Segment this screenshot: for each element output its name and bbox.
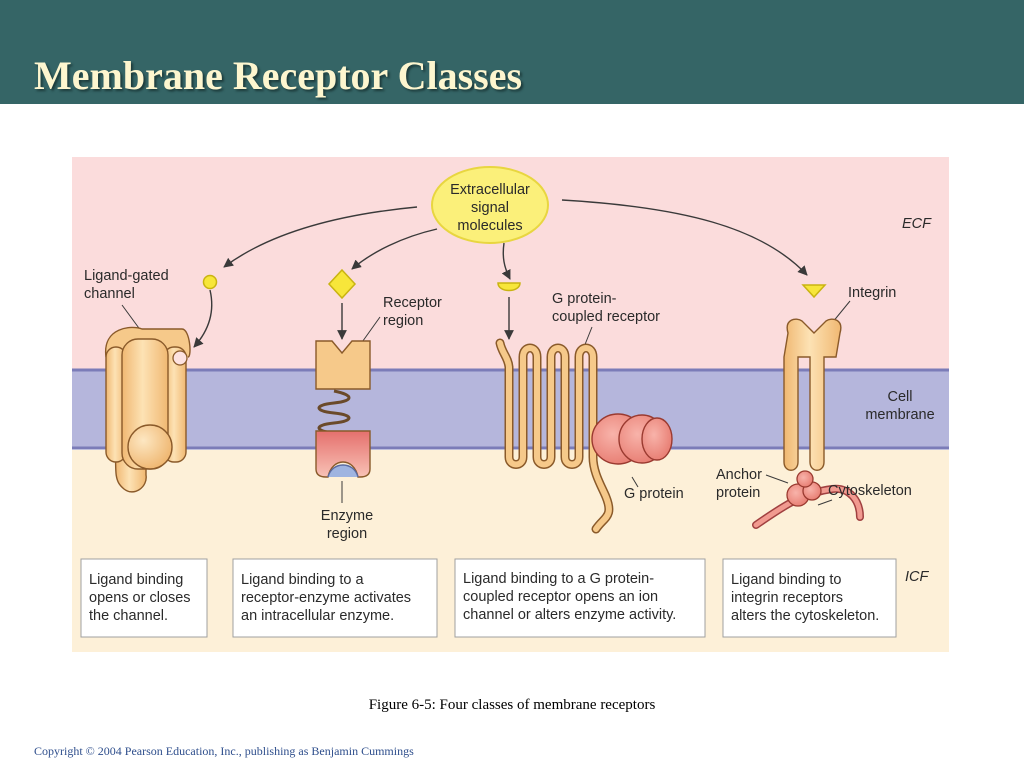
- anchor-protein: [786, 470, 822, 507]
- ligand-diamond-icon: [327, 268, 357, 300]
- slide-title: Membrane Receptor Classes: [34, 53, 523, 98]
- anchor-protein-label-line2: protein: [716, 485, 760, 501]
- description-channel-line2: opens or closes: [89, 590, 191, 606]
- membrane-receptor-figure: Extracellular signal molecules ECF ICF C…: [72, 157, 949, 652]
- icf-label: ICF: [905, 569, 930, 585]
- description-gpcr-line2: coupled receptor opens an ion: [463, 589, 658, 605]
- cell-membrane-label-line2: membrane: [865, 407, 934, 423]
- signal-label-line2: signal: [471, 200, 509, 216]
- integrin-receptor: [783, 318, 842, 471]
- figure-caption: Figure 6-5: Four classes of membrane rec…: [368, 697, 656, 713]
- arrow-to-enzyme: [351, 228, 438, 270]
- g-protein-label: G protein: [624, 486, 684, 502]
- cytoskeleton-label: Cytoskeleton: [828, 483, 912, 499]
- enzyme-region-label-line1: Enzyme: [321, 508, 373, 524]
- description-integrin-line3: alters the cytoskeleton.: [731, 608, 879, 624]
- description-channel-line3: the channel.: [89, 608, 168, 624]
- cell-membrane-label-line1: Cell: [888, 389, 913, 405]
- receptor-region-label-line2: region: [383, 313, 423, 329]
- description-box-channel: Ligand binding opens or closes the chann…: [80, 558, 208, 638]
- description-box-gpcr: Ligand binding to a G protein- coupled r…: [454, 558, 706, 638]
- signal-molecules-bubble: [431, 166, 549, 244]
- ligand-triangle-icon: [801, 284, 827, 299]
- anchor-protein-label-line1: Anchor: [716, 467, 762, 483]
- description-channel-line1: Ligand binding: [89, 572, 183, 588]
- description-enzyme-line1: Ligand binding to a: [241, 572, 364, 588]
- description-enzyme-line2: receptor-enzyme activates: [241, 590, 411, 606]
- ligand-semicircle-icon: [497, 282, 521, 292]
- description-box-enzyme: Ligand binding to a receptor-enzyme acti…: [232, 558, 438, 638]
- gpcr-label-line2: coupled receptor: [552, 309, 660, 325]
- signal-label-line3: molecules: [457, 218, 522, 234]
- description-enzyme-line3: an intracellular enzyme.: [241, 608, 394, 624]
- integrin-label: Integrin: [848, 285, 896, 301]
- arrow-to-channel: [223, 206, 418, 268]
- description-integrin-line2: integrin receptors: [731, 590, 843, 606]
- description-integrin-line1: Ligand binding to: [731, 572, 841, 588]
- ecf-label: ECF: [902, 216, 932, 232]
- ligand-gated-label-line1: Ligand-gated: [84, 268, 169, 284]
- cytoskeleton: [752, 484, 864, 529]
- arrow-to-integrin: [561, 199, 808, 276]
- ligand-gated-label-line2: channel: [84, 286, 135, 302]
- title-bar: [0, 0, 1024, 104]
- description-gpcr-line3: channel or alters enzyme activity.: [463, 607, 676, 623]
- description-gpcr-line1: Ligand binding to a G protein-: [463, 571, 654, 587]
- receptor-region-label-line1: Receptor: [383, 295, 442, 311]
- ligand-circle-icon: [202, 274, 218, 290]
- g-protein: [591, 413, 673, 465]
- gpcr-label-line1: G protein-: [552, 291, 617, 307]
- arrow-to-gpcr: [501, 242, 511, 280]
- enzyme-region-label-line2: region: [327, 526, 367, 542]
- description-box-integrin: Ligand binding to integrin receptors alt…: [722, 558, 897, 638]
- ligand-gated-channel: [105, 326, 191, 493]
- copyright-notice: Copyright © 2004 Pearson Education, Inc.…: [34, 744, 414, 758]
- signal-label-line1: Extracellular: [450, 182, 530, 198]
- receptor-enzyme: [315, 340, 371, 478]
